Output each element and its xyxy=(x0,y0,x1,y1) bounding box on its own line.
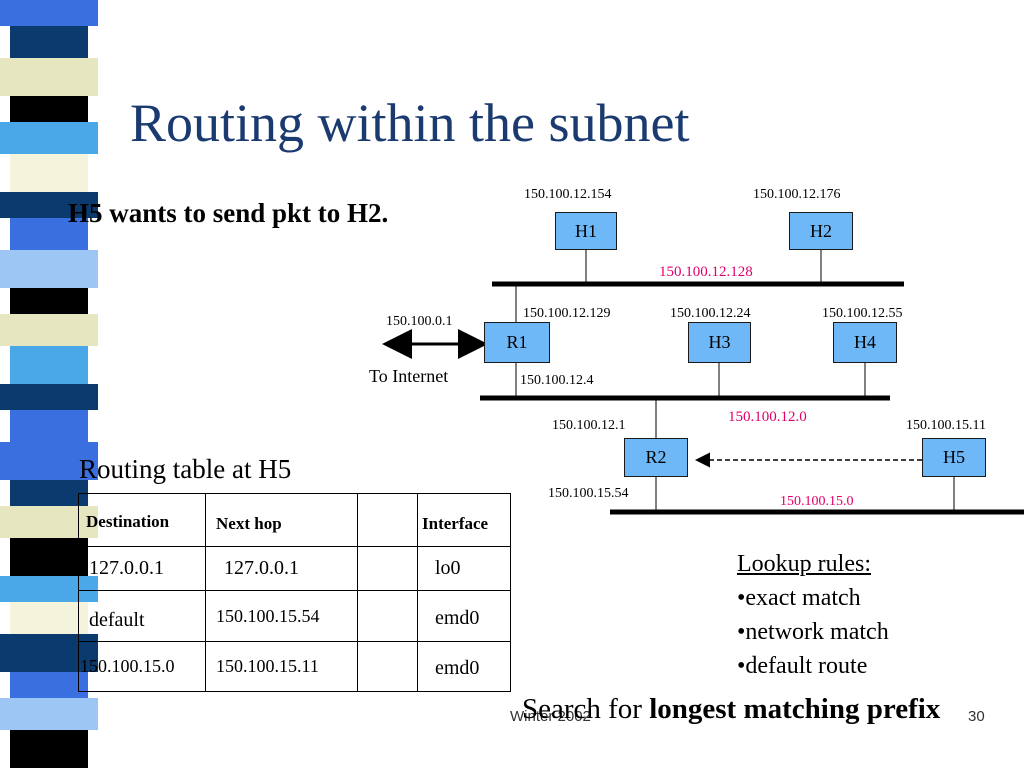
stripe-segment xyxy=(10,288,88,314)
stripe-segment xyxy=(10,154,88,192)
stripe-segment xyxy=(10,26,88,58)
internet-label: To Internet xyxy=(369,366,449,386)
stripe-segment xyxy=(10,672,88,698)
host-h4: H4 xyxy=(833,322,897,363)
table-header-cell xyxy=(357,493,418,547)
ip-label-r1-external: 150.100.0.1 xyxy=(386,314,453,329)
stripe-segment xyxy=(10,96,88,122)
ip-label-h3: 150.100.12.24 xyxy=(670,306,751,321)
ip-label-r1-top: 150.100.12.129 xyxy=(523,306,611,321)
table-cell: default xyxy=(78,590,206,642)
table-cell: 127.0.0.1 xyxy=(205,546,358,591)
stripe-segment xyxy=(0,384,98,410)
table-header-cell: Interface xyxy=(417,493,511,547)
table-header-cell: Destination xyxy=(78,493,206,547)
table-cell: emd0 xyxy=(417,641,511,692)
search-prefix: Search for xyxy=(522,693,650,725)
ip-label-h4: 150.100.12.55 xyxy=(822,306,903,321)
table-cell: 150.100.15.0 xyxy=(78,641,206,692)
ip-label-r1-bottom: 150.100.12.4 xyxy=(520,373,594,388)
host-h5: H5 xyxy=(922,438,986,477)
table-cell xyxy=(357,641,418,692)
table-header-cell: Next hop xyxy=(205,493,358,547)
decorative-stripe-bar xyxy=(0,0,98,768)
stripe-segment xyxy=(0,314,98,346)
table-cell xyxy=(357,590,418,642)
scenario-text: H5 wants to send pkt to H2. xyxy=(68,198,389,228)
host-h3: H3 xyxy=(688,322,751,363)
stripe-segment xyxy=(10,480,88,506)
stripe-segment xyxy=(10,218,88,250)
stripe-segment xyxy=(10,602,88,634)
stripe-segment xyxy=(0,250,98,288)
ip-label-r2-bottom: 150.100.15.54 xyxy=(548,486,629,501)
search-statement: Search for longest matching prefix xyxy=(522,693,940,726)
host-h2: H2 xyxy=(789,212,853,250)
table-cell: lo0 xyxy=(417,546,511,591)
ip-label-h1: 150.100.12.154 xyxy=(524,187,612,202)
stripe-segment xyxy=(0,698,98,730)
ip-label-h5: 150.100.15.11 xyxy=(906,418,986,433)
routing-table-caption: Routing table at H5 xyxy=(79,454,292,484)
lookup-rules: Lookup rules: •exact match •network matc… xyxy=(737,547,889,683)
routing-table: Destination Next hop Interface 127.0.0.1… xyxy=(78,493,511,692)
stripe-segment xyxy=(0,442,98,480)
stripe-segment xyxy=(10,410,88,442)
stripe-segment xyxy=(0,192,98,218)
search-emphasis: longest matching prefix xyxy=(649,693,941,725)
lookup-rule-item: •exact match xyxy=(737,585,861,611)
host-h1: H1 xyxy=(555,212,617,250)
slide-title: Routing within the subnet xyxy=(130,93,690,153)
stripe-segment xyxy=(10,346,88,384)
lookup-rule-item: •default route xyxy=(737,653,868,679)
ip-label-r2-top: 150.100.12.1 xyxy=(552,418,626,433)
footer-date: Winter 2002 xyxy=(510,708,591,725)
stripe-segment xyxy=(10,730,88,768)
table-cell: 127.0.0.1 xyxy=(78,546,206,591)
table-row: 150.100.15.0 150.100.15.11 emd0 xyxy=(78,641,511,692)
router-r2: R2 xyxy=(624,438,688,477)
subnet-label-15-0: 150.100.15.0 xyxy=(780,494,854,509)
stripe-segment xyxy=(10,538,88,576)
ip-label-h2: 150.100.12.176 xyxy=(753,187,841,202)
table-cell: emd0 xyxy=(417,590,511,642)
table-cell xyxy=(357,546,418,591)
router-r1: R1 xyxy=(484,322,550,363)
stripe-segment xyxy=(0,58,98,96)
stripe-segment xyxy=(0,0,98,26)
table-header-row: Destination Next hop Interface xyxy=(78,493,511,547)
lookup-rule-item: •network match xyxy=(737,619,889,645)
table-cell: 150.100.15.11 xyxy=(205,641,358,692)
table-row: 127.0.0.1 127.0.0.1 lo0 xyxy=(78,546,511,591)
table-cell: 150.100.15.54 xyxy=(205,590,358,642)
subnet-label-12-0: 150.100.12.0 xyxy=(728,409,807,425)
stripe-segment xyxy=(0,122,98,154)
subnet-label-12-128: 150.100.12.128 xyxy=(659,264,753,280)
lookup-rules-heading: Lookup rules: xyxy=(737,551,871,577)
slide-number: 30 xyxy=(968,708,985,725)
table-row: default 150.100.15.54 emd0 xyxy=(78,590,511,642)
